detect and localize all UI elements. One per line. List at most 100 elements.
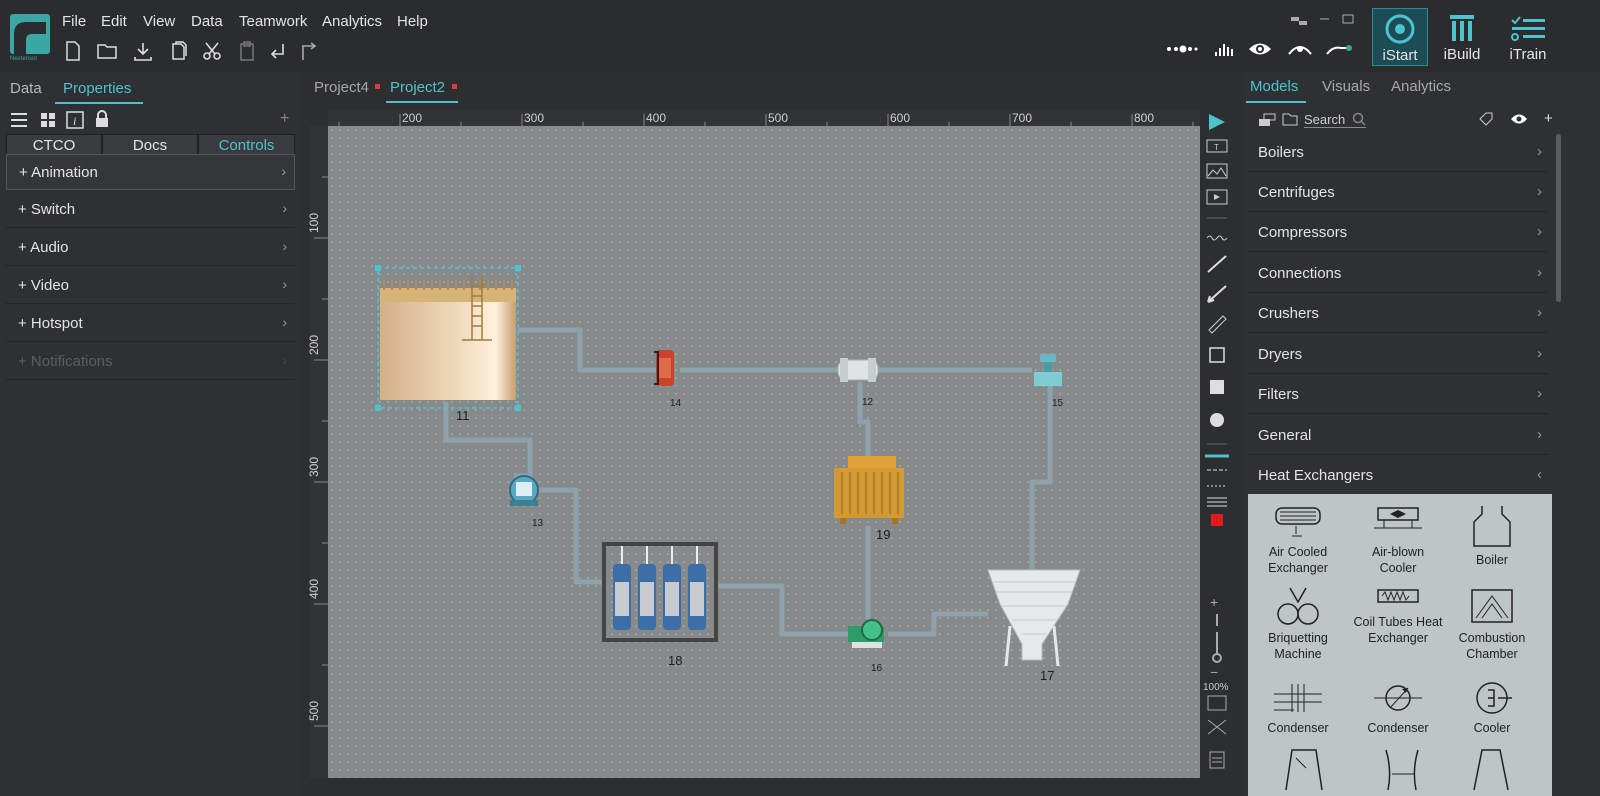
centrifugal-pump[interactable] — [509, 475, 539, 506]
chevron-right-icon: › — [281, 163, 286, 179]
filter-rack[interactable] — [602, 542, 718, 642]
search-icon[interactable] — [1352, 112, 1366, 126]
chevron-right-icon: › — [282, 200, 287, 216]
model-grid: Air Cooled Exchanger Air-blown Cooler Bo… — [1248, 494, 1552, 796]
model-air-blown-cooler[interactable]: Air-blown Cooler — [1352, 504, 1444, 576]
zoom-out-button[interactable]: − — [1210, 664, 1219, 680]
minimize-icon[interactable]: – — [1320, 10, 1329, 27]
subtab-ctco[interactable]: CTCO — [6, 134, 102, 156]
model-label: Coil Tubes Heat Exchanger — [1353, 615, 1443, 645]
control-animation[interactable]: + Animation› — [6, 154, 295, 190]
tab-visuals[interactable]: Visuals — [1322, 78, 1371, 95]
visibility-icon[interactable] — [1510, 113, 1528, 125]
model-condenser-fan[interactable]: Condenser — [1352, 680, 1444, 736]
paste-icon[interactable] — [236, 40, 258, 62]
signal-icon[interactable] — [1214, 40, 1236, 58]
app-logo: Nextensor — [10, 14, 50, 64]
mode-ibuild-button[interactable]: iBuild — [1434, 8, 1490, 66]
control-audio-label: + Audio — [18, 239, 69, 256]
tab-underline — [386, 101, 458, 103]
model-cooler[interactable]: Cooler — [1446, 680, 1538, 736]
category-boilers[interactable]: Boilers› — [1248, 132, 1548, 172]
tag-13: 13 — [532, 518, 544, 529]
eye-icon[interactable] — [1248, 40, 1272, 58]
folder-icon[interactable] — [1282, 112, 1298, 126]
ruler-vertical: 100 200 300 400 500 — [307, 126, 328, 778]
undo-icon[interactable] — [268, 40, 290, 62]
inline-filter[interactable] — [654, 350, 674, 386]
model-library-icon[interactable] — [1258, 113, 1276, 127]
model-condenser[interactable]: Condenser — [1252, 680, 1344, 736]
scrollbar[interactable] — [1556, 134, 1561, 302]
storage-tank[interactable] — [375, 265, 521, 411]
model-boiler[interactable]: Boiler — [1446, 504, 1538, 568]
category-heat-exchangers[interactable]: Heat Exchangers‹ — [1248, 455, 1548, 495]
heat-exchanger[interactable] — [837, 358, 879, 382]
model-coil-tubes-heat-exchanger[interactable]: Coil Tubes Heat Exchanger — [1352, 586, 1444, 646]
add-model-button[interactable]: + — [1544, 110, 1553, 127]
menu-view[interactable]: View — [143, 13, 176, 30]
download-icon[interactable] — [132, 40, 154, 62]
control-video[interactable]: + Video› — [6, 268, 295, 304]
zoom-in-button[interactable]: + — [1210, 594, 1219, 610]
tab-project2[interactable]: Project2 — [390, 79, 446, 96]
tab-data[interactable]: Data — [10, 80, 42, 97]
menu-help[interactable]: Help — [397, 13, 428, 30]
restore-icon[interactable] — [1290, 14, 1308, 28]
lock-icon[interactable] — [94, 110, 110, 128]
list-icon[interactable] — [10, 112, 28, 128]
motor-pump[interactable] — [848, 619, 884, 648]
category-centrifuges[interactable]: Centrifuges› — [1248, 172, 1548, 212]
mode-itrain-label: iTrain — [1509, 46, 1547, 63]
search-input[interactable]: Search — [1304, 112, 1366, 128]
tab-properties[interactable]: Properties — [63, 80, 132, 97]
key-icon[interactable] — [1325, 40, 1353, 58]
cooling-tower[interactable] — [834, 456, 904, 524]
itrain-icon — [1511, 16, 1545, 41]
tab-models[interactable]: Models — [1250, 78, 1299, 95]
category-filters[interactable]: Filters› — [1248, 374, 1548, 414]
category-crushers[interactable]: Crushers› — [1248, 293, 1548, 333]
control-valve[interactable] — [1034, 354, 1062, 386]
redo-icon[interactable] — [298, 40, 320, 62]
control-switch[interactable]: + Switch› — [6, 192, 295, 228]
menu-data[interactable]: Data — [191, 13, 223, 30]
model-combustion-chamber[interactable]: Combustion Chamber — [1446, 586, 1538, 662]
air-cooled-exchanger-icon — [1275, 507, 1321, 537]
model-label: Cooler — [1473, 721, 1511, 735]
tab-project4[interactable]: Project4 — [314, 79, 370, 96]
new-file-icon[interactable] — [62, 40, 84, 62]
model-air-cooled-exchanger[interactable]: Air Cooled Exchanger — [1252, 504, 1344, 576]
info-icon[interactable]: i — [66, 111, 84, 129]
grid-icon[interactable] — [40, 112, 56, 128]
cyclone-separator[interactable] — [987, 569, 1081, 667]
copy-icon[interactable] — [167, 40, 189, 62]
ruler-label: 300 — [307, 456, 322, 478]
connect-icon[interactable] — [1287, 40, 1313, 58]
category-dryers[interactable]: Dryers› — [1248, 334, 1548, 374]
add-button[interactable]: + — [280, 110, 290, 127]
subtab-docs[interactable]: Docs — [102, 134, 198, 156]
category-compressors[interactable]: Compressors› — [1248, 212, 1548, 252]
control-audio[interactable]: + Audio› — [6, 230, 295, 266]
category-general[interactable]: General› — [1248, 415, 1548, 455]
menu-file[interactable]: File — [62, 13, 87, 30]
dots-icon[interactable] — [1166, 42, 1198, 56]
menu-edit[interactable]: Edit — [101, 13, 127, 30]
menu-analytics[interactable]: Analytics — [322, 13, 383, 30]
open-folder-icon[interactable] — [96, 40, 118, 62]
tag-icon[interactable] — [1478, 112, 1494, 126]
diagram-canvas[interactable]: 11 13 14 15 16 17 18 19 12 — [328, 126, 1200, 778]
menu-teamwork[interactable]: Teamwork — [239, 13, 308, 30]
category-connections[interactable]: Connections› — [1248, 253, 1548, 293]
mode-ibuild-label: iBuild — [1443, 46, 1481, 63]
subtab-controls[interactable]: Controls — [198, 134, 295, 156]
control-hotspot[interactable]: + Hotspot› — [6, 306, 295, 342]
cut-icon[interactable] — [201, 40, 223, 62]
mode-istart-button[interactable]: iStart — [1372, 8, 1428, 66]
ruler-label: 800 — [1134, 111, 1155, 125]
maximize-icon[interactable] — [1340, 14, 1354, 26]
tab-analytics[interactable]: Analytics — [1391, 78, 1452, 95]
model-briquetting-machine[interactable]: Briquetting Machine — [1252, 586, 1344, 662]
mode-itrain-button[interactable]: iTrain — [1500, 8, 1556, 66]
